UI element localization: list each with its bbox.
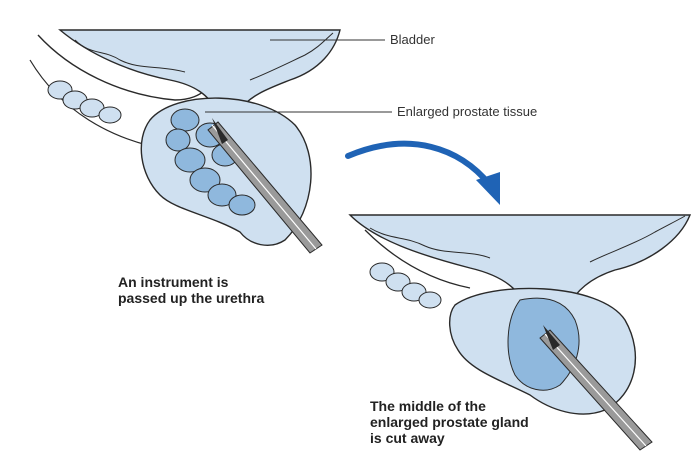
caption-step-2: The middle of the enlarged prostate glan… xyxy=(370,398,529,446)
bladder-before xyxy=(60,30,340,110)
caption-step-2-line-1: The middle of the xyxy=(370,398,529,414)
enlarged-prostate-tissue-label: Enlarged prostate tissue xyxy=(397,105,537,120)
caption-step-2-line-2: enlarged prostate gland xyxy=(370,414,529,430)
panel-before xyxy=(30,30,392,253)
seminal-vesicles-2 xyxy=(370,263,441,308)
transition-arrow xyxy=(348,144,500,205)
bladder-label: Bladder xyxy=(390,33,435,48)
caption-step-1: An instrument is passed up the urethra xyxy=(118,274,264,306)
caption-step-1-line-2: passed up the urethra xyxy=(118,290,264,306)
caption-step-1-line-1: An instrument is xyxy=(118,274,264,290)
caption-step-2-line-3: is cut away xyxy=(370,430,529,446)
